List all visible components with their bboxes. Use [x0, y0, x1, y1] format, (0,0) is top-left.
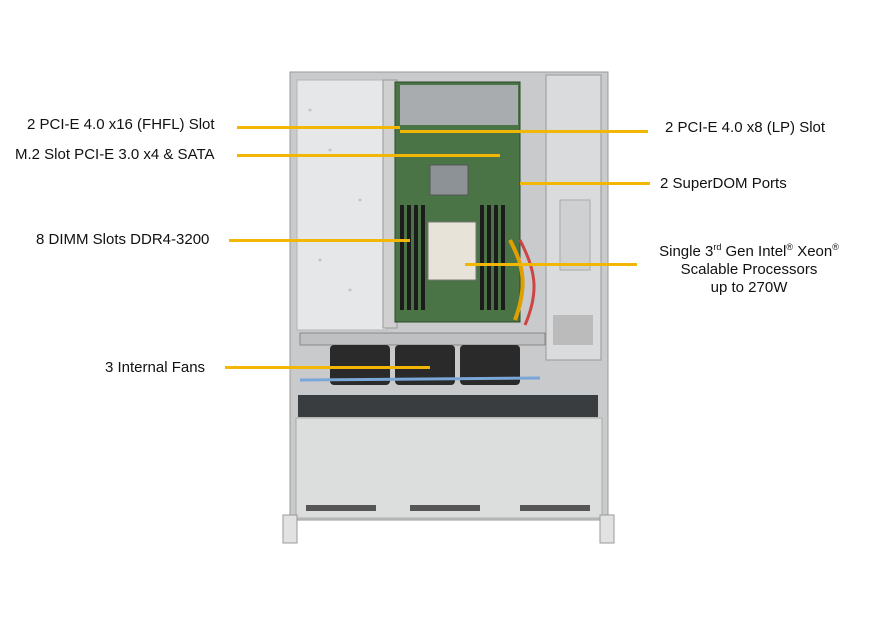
leader-m2 — [237, 154, 500, 157]
cpu-line-3: up to 270W — [710, 279, 788, 296]
label-internal-fans: 3 Internal Fans — [105, 359, 206, 376]
cpu-line-2: Scalable Processors — [680, 261, 818, 278]
label-pcie-x16-slot: 2 PCI-E 4.0 x16 (FHFL) Slot — [27, 116, 215, 133]
label-dimm-slots: 8 DIMM Slots DDR4-3200 — [36, 231, 210, 248]
label-superdom-ports: 2 SuperDOM Ports — [660, 175, 787, 192]
label-pcie-x8-slot: 2 PCI-E 4.0 x8 (LP) Slot — [665, 119, 826, 136]
leader-cpu — [465, 263, 637, 266]
leader-dimm — [229, 239, 410, 242]
leader-superdom — [520, 182, 650, 185]
fans — [330, 345, 520, 385]
leader-fans — [225, 366, 430, 369]
leader-pcie-x8 — [400, 130, 648, 133]
cpu-line-1: Single 3rd Gen Intel® Xeon® — [659, 242, 839, 261]
label-cpu: Single 3rd Gen Intel® Xeon® Scalable Pro… — [644, 243, 854, 297]
label-m2-slot: M.2 Slot PCI-E 3.0 x4 & SATA — [15, 146, 215, 163]
leader-pcie-x16 — [237, 126, 400, 129]
